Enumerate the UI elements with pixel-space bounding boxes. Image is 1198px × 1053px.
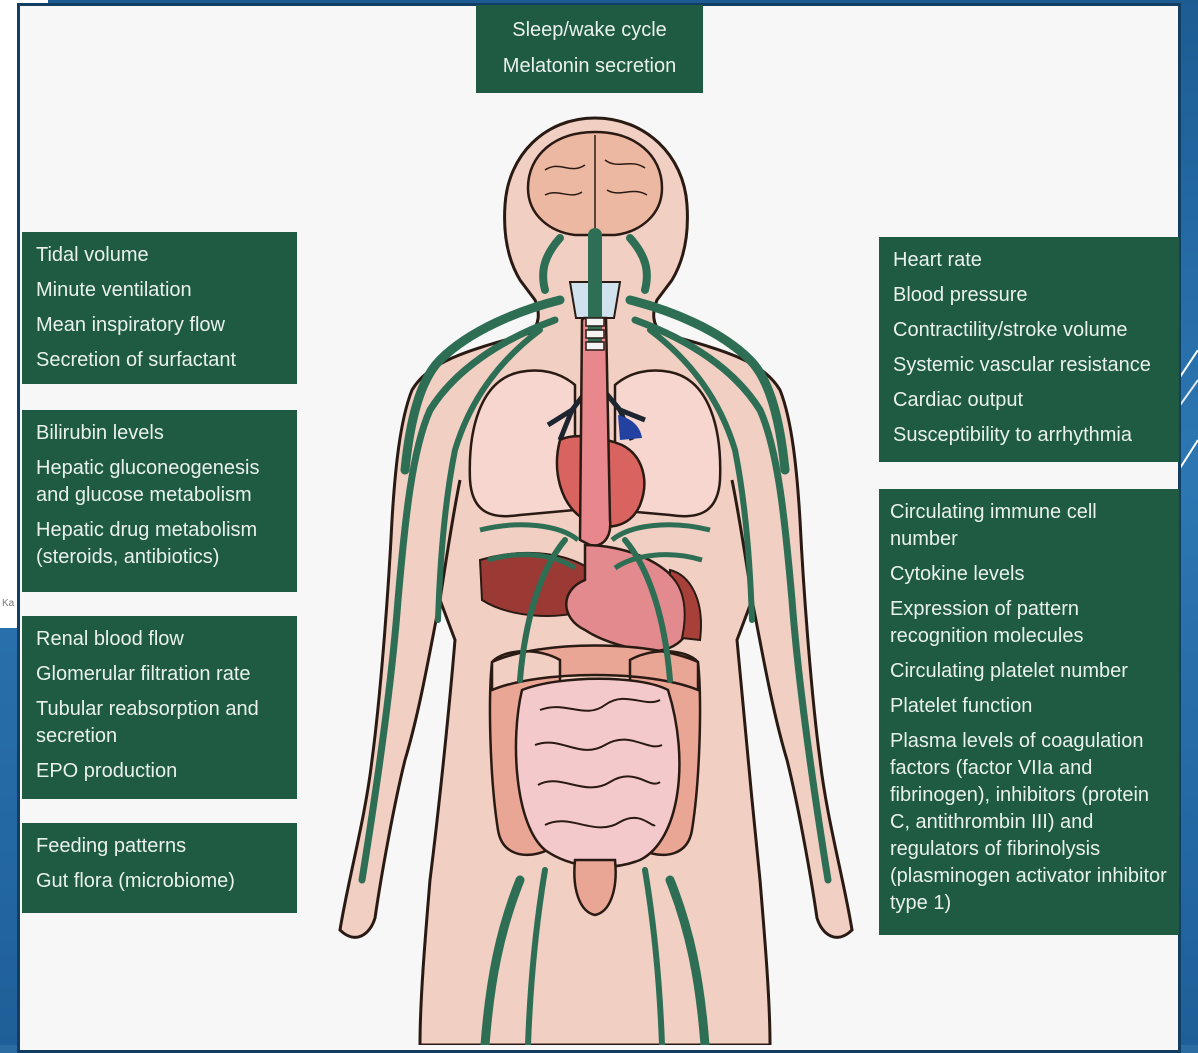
heart-box: Heart rate Blood pressure Contractility/…	[879, 237, 1179, 462]
lung-item-tidal-volume: Tidal volume	[36, 242, 283, 269]
circadian-item-sleep: Sleep/wake cycle	[484, 15, 695, 45]
kidney-box: Renal blood flow Glomerular filtration r…	[22, 616, 297, 799]
esophagus	[580, 318, 610, 546]
heart-item-pressure: Blood pressure	[893, 282, 1165, 309]
lung-box: Tidal volume Minute ventilation Mean ins…	[22, 232, 297, 384]
immune-item-pattern-recognition: Expression of pattern recognition molecu…	[890, 596, 1168, 650]
circadian-item-melatonin: Melatonin secretion	[484, 51, 695, 81]
immune-item-coagulation: Plasma levels of coagulation factors (fa…	[890, 728, 1168, 917]
heart-item-output: Cardiac output	[893, 387, 1165, 414]
immune-item-platelet-number: Circulating platelet number	[890, 658, 1168, 685]
kidney-item-epo: EPO production	[36, 758, 283, 785]
kidney-item-blood-flow: Renal blood flow	[36, 626, 283, 653]
lung-item-inspiratory-flow: Mean inspiratory flow	[36, 312, 283, 339]
liver-item-bilirubin: Bilirubin levels	[36, 420, 283, 447]
immune-box: Circulating immune cell number Cytokine …	[879, 489, 1179, 935]
immune-item-cytokines: Cytokine levels	[890, 561, 1168, 588]
gut-item-microbiome: Gut flora (microbiome)	[36, 868, 283, 895]
gut-box: Feeding patterns Gut flora (microbiome)	[22, 823, 297, 913]
kidney-item-gfr: Glomerular filtration rate	[36, 661, 283, 688]
immune-item-platelet-function: Platelet function	[890, 693, 1168, 720]
spine-segments	[586, 318, 604, 350]
heart-item-contractility: Contractility/stroke volume	[893, 317, 1165, 344]
lung-item-surfactant: Secretion of surfactant	[36, 347, 283, 374]
kidney-item-tubular: Tubular reabsorption and secretion	[36, 696, 283, 750]
liver-item-drug-metabolism: Hepatic drug metabolism (steroids, antib…	[36, 517, 283, 571]
circadian-box: Sleep/wake cycle Melatonin secretion	[476, 5, 703, 93]
lung-item-minute-ventilation: Minute ventilation	[36, 277, 283, 304]
liver-item-gluconeogenesis: Hepatic gluconeogenesis and glucose meta…	[36, 455, 283, 509]
small-intestine	[516, 679, 679, 867]
gut-item-feeding: Feeding patterns	[36, 833, 283, 860]
immune-item-cell-number: Circulating immune cell number	[890, 499, 1168, 553]
heart-item-rate: Heart rate	[893, 247, 1165, 274]
liver-box: Bilirubin levels Hepatic gluconeogenesis…	[22, 410, 297, 592]
heart-item-resistance: Systemic vascular resistance	[893, 352, 1165, 379]
heart-item-arrhythmia: Susceptibility to arrhythmia	[893, 422, 1165, 449]
